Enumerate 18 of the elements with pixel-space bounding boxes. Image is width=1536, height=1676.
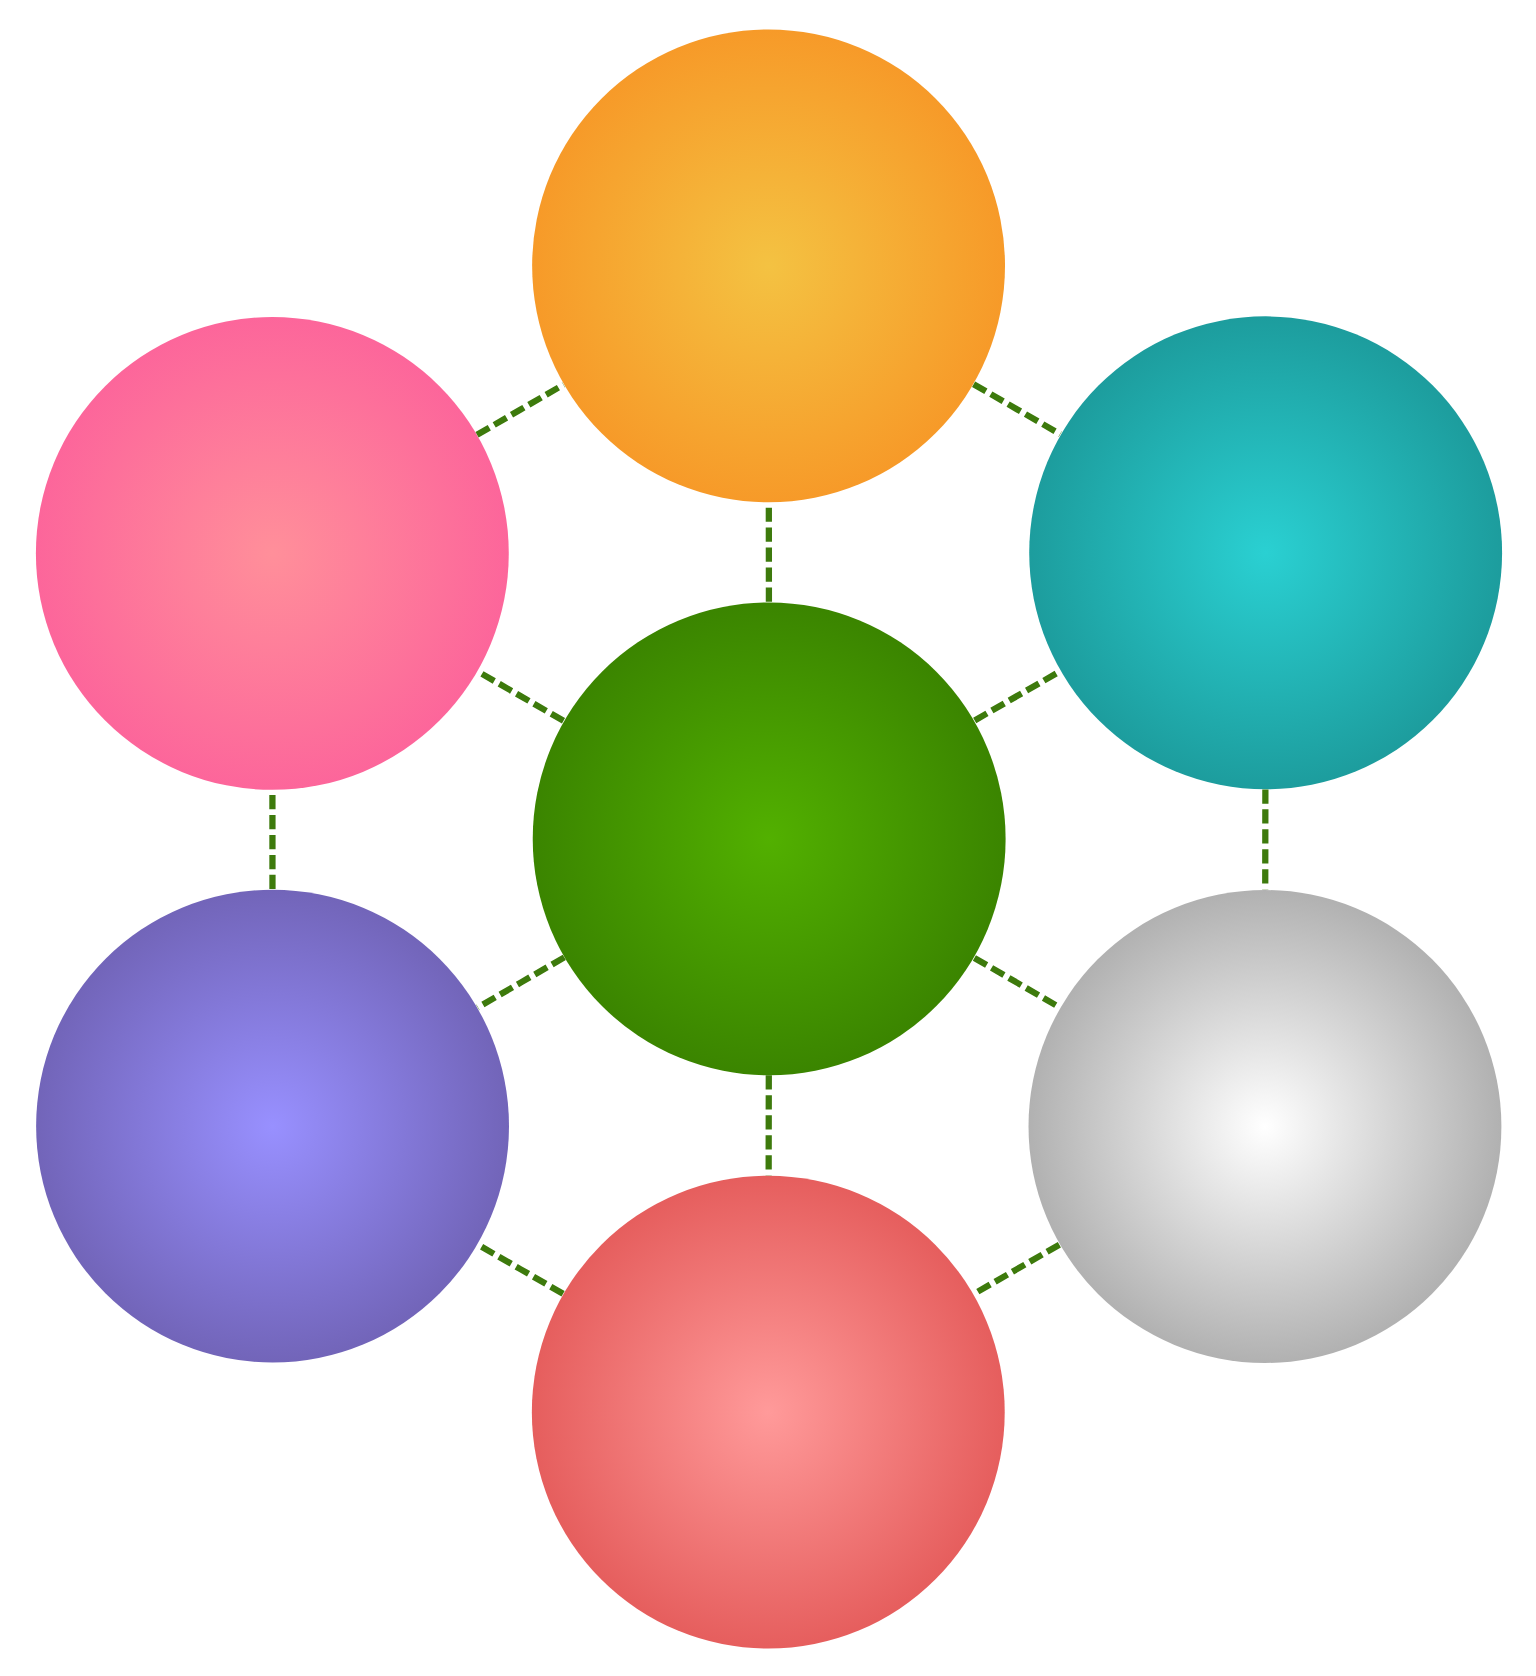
node-circle: [1027, 889, 1501, 1362]
connector: [475, 667, 565, 723]
connector: [971, 954, 1061, 1010]
connector: [971, 1241, 1060, 1296]
connector: [971, 380, 1061, 436]
connector: [972, 667, 1061, 723]
connector: [268, 789, 275, 889]
connector: [474, 380, 565, 437]
connector: [1261, 788, 1268, 889]
node-circle: [35, 888, 508, 1362]
node-circle: [1028, 315, 1502, 789]
connector: [475, 1240, 564, 1296]
node-circle: [34, 316, 508, 789]
connector: [764, 1074, 771, 1175]
node-circle: [531, 28, 1004, 502]
node-circle: [531, 601, 1005, 1075]
connector: [475, 953, 565, 1010]
node-circle: [530, 1174, 1004, 1648]
